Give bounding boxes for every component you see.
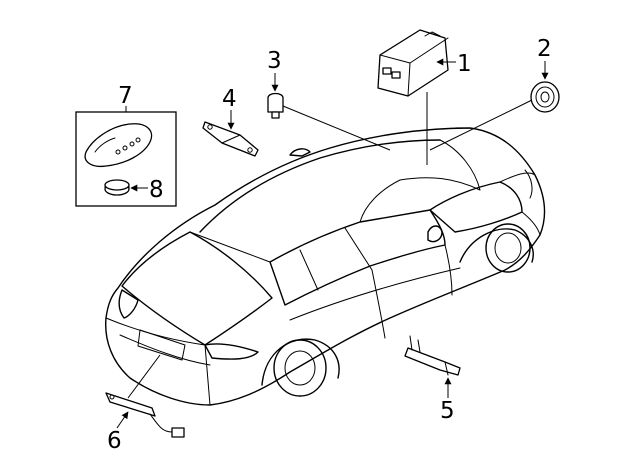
- callout-4: 4: [222, 86, 237, 112]
- callout-8: 8: [149, 177, 164, 203]
- part-8-coin-battery: [104, 179, 130, 196]
- callout-1: 1: [457, 51, 472, 77]
- leader-lines: [127, 92, 533, 399]
- callout-3: 3: [267, 48, 282, 74]
- part-4-bracket: [202, 121, 259, 157]
- callout-arrows: [116, 58, 549, 429]
- part-1-control-module: [377, 29, 449, 97]
- part-2-speaker: [530, 81, 560, 113]
- callout-6: 6: [107, 428, 122, 454]
- part-3-sensor: [267, 92, 284, 119]
- vehicle-outline: [105, 127, 546, 406]
- callout-5: 5: [440, 398, 455, 424]
- part-6-antenna-cable: [105, 392, 185, 438]
- callout-2: 2: [537, 36, 552, 62]
- part-5-bracket: [404, 335, 461, 376]
- callout-7: 7: [118, 83, 133, 109]
